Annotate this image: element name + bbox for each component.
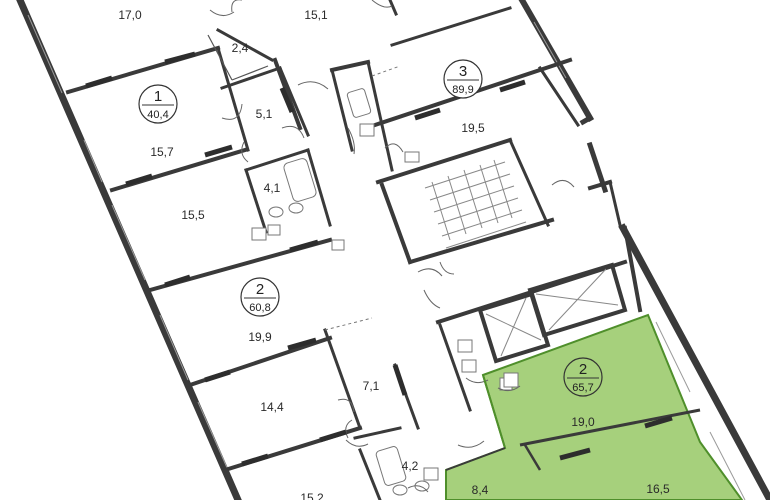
room-area-label: 7,1	[363, 379, 380, 393]
right-facade	[518, 0, 770, 500]
room-area-label: 19,5	[461, 121, 485, 135]
apartment-badge-4-selected[interactable]: 2 65,7	[563, 357, 603, 397]
apartment-rooms: 2	[579, 361, 587, 378]
apartment-badge-3[interactable]: 3 89,9	[443, 59, 483, 99]
room-area-label: 15,5	[181, 208, 205, 222]
apartment-area: 65,7	[572, 382, 593, 394]
apartment-area: 40,4	[147, 109, 168, 121]
thresholds	[324, 65, 401, 331]
room-area-label: 8,4	[472, 483, 489, 497]
selected-unit-walls	[445, 372, 701, 471]
room-area-label: 5,1	[256, 107, 273, 121]
room-area-label: 2,4	[232, 41, 249, 55]
window-bands	[85, 51, 526, 467]
room-area-label: 16,5	[646, 482, 670, 496]
room-area-label: 14,4	[260, 400, 284, 414]
room-area-label: 4,2	[402, 459, 419, 473]
apartment-badge-1[interactable]: 1 40,4	[138, 84, 178, 124]
room-area-label: 19,9	[248, 330, 272, 344]
bathroom-fixtures	[251, 88, 513, 496]
apartment-badge-2[interactable]: 2 60,8	[240, 277, 280, 317]
left-facade	[16, 0, 242, 500]
apartment-area: 60,8	[249, 302, 270, 314]
room-labels: 17,0 15,1 2,4 5,1 15,7 4,1 15,5 19,5 19,…	[118, 8, 670, 500]
apartment-rooms: 1	[154, 88, 162, 105]
door-swings	[209, 0, 575, 493]
room-area-label: 15,7	[150, 145, 174, 159]
elevators	[477, 262, 628, 364]
room-area-label: 17,0	[118, 8, 142, 22]
room-area-label: 15,1	[304, 8, 328, 22]
apartment-rooms: 3	[459, 63, 467, 80]
room-area-label: 15,2	[300, 491, 324, 500]
room-area-label: 4,1	[264, 181, 281, 195]
apartment-area: 89,9	[452, 84, 473, 96]
apartment-rooms: 2	[256, 281, 264, 298]
stairwell	[424, 159, 527, 249]
room-area-label: 19,0	[571, 415, 595, 429]
